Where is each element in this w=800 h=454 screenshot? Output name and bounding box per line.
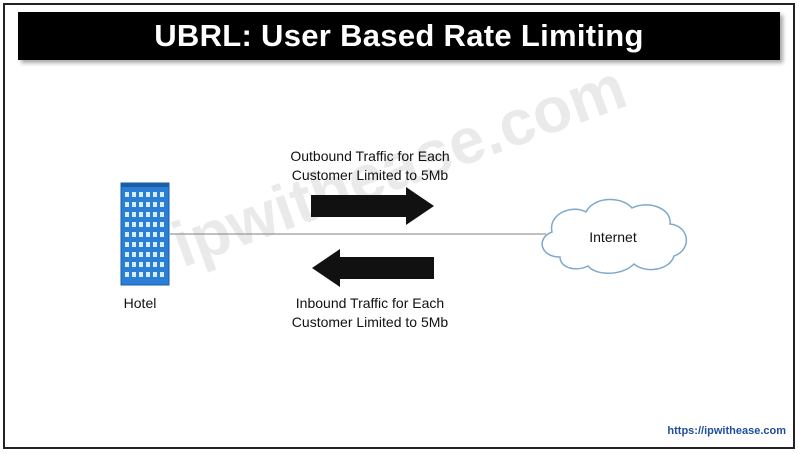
building-window bbox=[146, 202, 150, 207]
building-window bbox=[125, 222, 129, 227]
building-window bbox=[160, 212, 164, 217]
building-window bbox=[153, 262, 157, 267]
building-window bbox=[132, 242, 136, 247]
building-window bbox=[139, 242, 143, 247]
building-window bbox=[146, 252, 150, 257]
building-window bbox=[160, 242, 164, 247]
building-window bbox=[132, 222, 136, 227]
building-window bbox=[153, 222, 157, 227]
building-window bbox=[125, 232, 129, 237]
building-window bbox=[153, 212, 157, 217]
outbound-arrow bbox=[311, 187, 434, 225]
building-window bbox=[139, 212, 143, 217]
building-window bbox=[139, 202, 143, 207]
building-window bbox=[146, 222, 150, 227]
cloud-icon bbox=[541, 198, 687, 274]
building-window bbox=[125, 212, 129, 217]
footer-link[interactable]: https://ipwithease.com bbox=[667, 425, 786, 437]
building-window bbox=[139, 232, 143, 237]
building-window bbox=[146, 232, 150, 237]
building-window bbox=[153, 272, 157, 277]
building-window bbox=[153, 202, 157, 207]
internet-label: Internet bbox=[589, 229, 637, 245]
building-window bbox=[139, 192, 143, 197]
building-window bbox=[139, 222, 143, 227]
building-window bbox=[125, 272, 129, 277]
building-window bbox=[132, 212, 136, 217]
building-window bbox=[125, 202, 129, 207]
outbound-label: Outbound Traffic for Each Customer Limit… bbox=[250, 147, 490, 185]
building-window bbox=[153, 242, 157, 247]
outbound-label-line1: Outbound Traffic for Each bbox=[290, 148, 450, 164]
hotel-label: Hotel bbox=[123, 295, 157, 311]
building-window bbox=[132, 272, 136, 277]
building-window bbox=[146, 272, 150, 277]
building-window bbox=[153, 192, 157, 197]
inbound-label-line2: Customer Limited to 5Mb bbox=[291, 314, 449, 330]
page-title: UBRL: User Based Rate Limiting bbox=[154, 18, 644, 53]
building-window bbox=[146, 192, 150, 197]
building-window bbox=[132, 232, 136, 237]
building-window bbox=[146, 242, 150, 247]
title-bar: UBRL: User Based Rate Limiting bbox=[18, 12, 780, 60]
building-window bbox=[132, 252, 136, 257]
building-window bbox=[153, 252, 157, 257]
building-window bbox=[132, 202, 136, 207]
building-window bbox=[160, 262, 164, 267]
building-window bbox=[146, 212, 150, 217]
building-window bbox=[146, 262, 150, 267]
building-window bbox=[125, 262, 129, 267]
building-window bbox=[125, 242, 129, 247]
building-window bbox=[160, 192, 164, 197]
building-window bbox=[132, 262, 136, 267]
building-window bbox=[139, 272, 143, 277]
inbound-label: Inbound Traffic for Each Customer Limite… bbox=[250, 294, 490, 332]
inbound-label-line1: Inbound Traffic for Each bbox=[295, 295, 445, 311]
building-icon bbox=[120, 182, 170, 286]
building-window bbox=[160, 202, 164, 207]
building-window bbox=[132, 192, 136, 197]
building-window bbox=[139, 262, 143, 267]
building-window bbox=[160, 222, 164, 227]
building-window bbox=[160, 252, 164, 257]
building-window bbox=[153, 232, 157, 237]
building-window bbox=[160, 272, 164, 277]
building-window bbox=[125, 192, 129, 197]
outbound-label-line2: Customer Limited to 5Mb bbox=[291, 167, 449, 183]
building-window bbox=[160, 232, 164, 237]
building-window bbox=[125, 252, 129, 257]
building-window bbox=[139, 252, 143, 257]
inbound-arrow bbox=[312, 249, 434, 287]
